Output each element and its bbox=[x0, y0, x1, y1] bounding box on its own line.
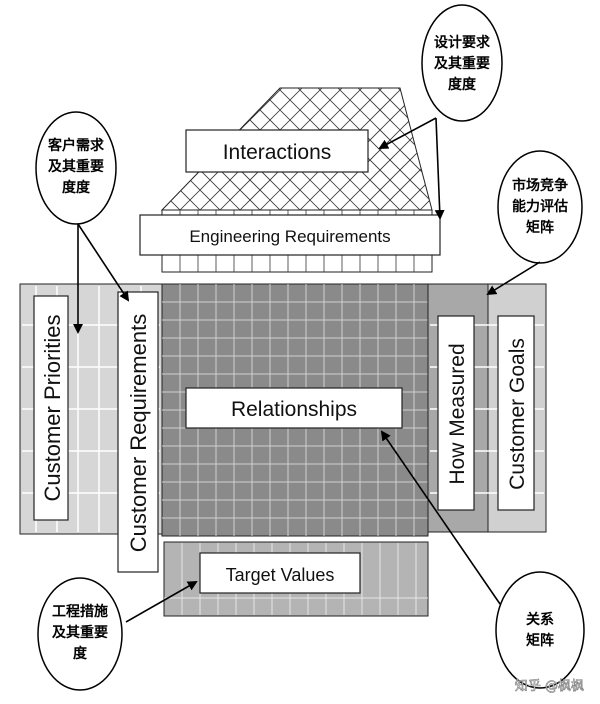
svg-text:矩阵: 矩阵 bbox=[526, 219, 554, 236]
grid-line bbox=[339, 88, 432, 210]
market-evaluation-section: How Measured Customer Goals bbox=[427, 283, 547, 533]
grid-line bbox=[0, 70, 20, 210]
grid-line bbox=[0, 70, 40, 210]
svg-text:关系: 关系 bbox=[526, 611, 554, 628]
callout-arrows bbox=[73, 117, 541, 623]
grid-line bbox=[379, 88, 432, 210]
svg-text:及其重要: 及其重要 bbox=[434, 55, 490, 72]
callout-engineering-measures: 工程措施 及其重要 度 bbox=[37, 577, 123, 691]
callout-design-requirements: 设计要求 及其重要 度度 bbox=[421, 4, 503, 122]
callout-customer-requirements: 客户需求 及其重要 度度 bbox=[35, 111, 117, 225]
watermark: 知乎 @枫枫 bbox=[515, 678, 584, 694]
svg-text:能力评估: 能力评估 bbox=[512, 198, 568, 215]
arrow-to-engineering-requirements bbox=[434, 117, 445, 220]
arrow-to-how-measured bbox=[486, 261, 541, 296]
svg-text:矩阵: 矩阵 bbox=[526, 632, 554, 649]
customer-requirements-section: Customer Priorities Customer Requirement… bbox=[19, 283, 163, 573]
interactions-box: Interactions bbox=[185, 129, 369, 173]
customer-priorities-label: Customer Priorities bbox=[40, 314, 65, 501]
arrow-to-target-values bbox=[125, 581, 198, 623]
svg-text:及其重要: 及其重要 bbox=[48, 158, 104, 175]
svg-text:客户需求: 客户需求 bbox=[47, 137, 105, 154]
target-values-section: Target Values bbox=[163, 541, 429, 617]
relationships-matrix: Relationships bbox=[161, 283, 429, 537]
grid-line bbox=[0, 70, 20, 210]
engineering-requirements-label: Engineering Requirements bbox=[189, 227, 390, 246]
customer-requirements-label: Customer Requirements bbox=[126, 314, 151, 552]
arrow-to-customer-requirements bbox=[77, 223, 130, 302]
grid-line bbox=[162, 88, 221, 210]
engineering-requirements-section: Engineering Requirements bbox=[139, 209, 441, 273]
how-measured-label: How Measured bbox=[446, 343, 469, 484]
arrow-to-interactions bbox=[378, 117, 437, 149]
grid-line bbox=[580, 70, 600, 210]
callout-relationship-matrix: 关系 矩阵 bbox=[495, 571, 585, 689]
target-values-label: Target Values bbox=[226, 565, 335, 585]
callout-market-evaluation: 市场竞争 能力评估 矩阵 bbox=[497, 150, 583, 264]
svg-text:设计要求: 设计要求 bbox=[434, 34, 491, 51]
grid-line bbox=[399, 88, 432, 210]
svg-text:市场竞争: 市场竞争 bbox=[512, 177, 568, 194]
svg-text:工程措施: 工程措施 bbox=[52, 603, 108, 620]
arrow-to-relationships bbox=[380, 430, 501, 605]
grid-line bbox=[299, 88, 432, 210]
grid-line bbox=[0, 70, 40, 210]
svg-text:度度: 度度 bbox=[448, 76, 477, 93]
grid-line bbox=[580, 70, 600, 210]
svg-text:度: 度 bbox=[73, 645, 88, 662]
svg-text:度度: 度度 bbox=[62, 179, 91, 196]
svg-text:及其重要: 及其重要 bbox=[52, 624, 108, 641]
customer-goals-label: Customer Goals bbox=[506, 338, 529, 490]
relationships-label: Relationships bbox=[231, 398, 357, 421]
grid-line bbox=[319, 88, 432, 210]
interactions-label: Interactions bbox=[223, 141, 332, 164]
